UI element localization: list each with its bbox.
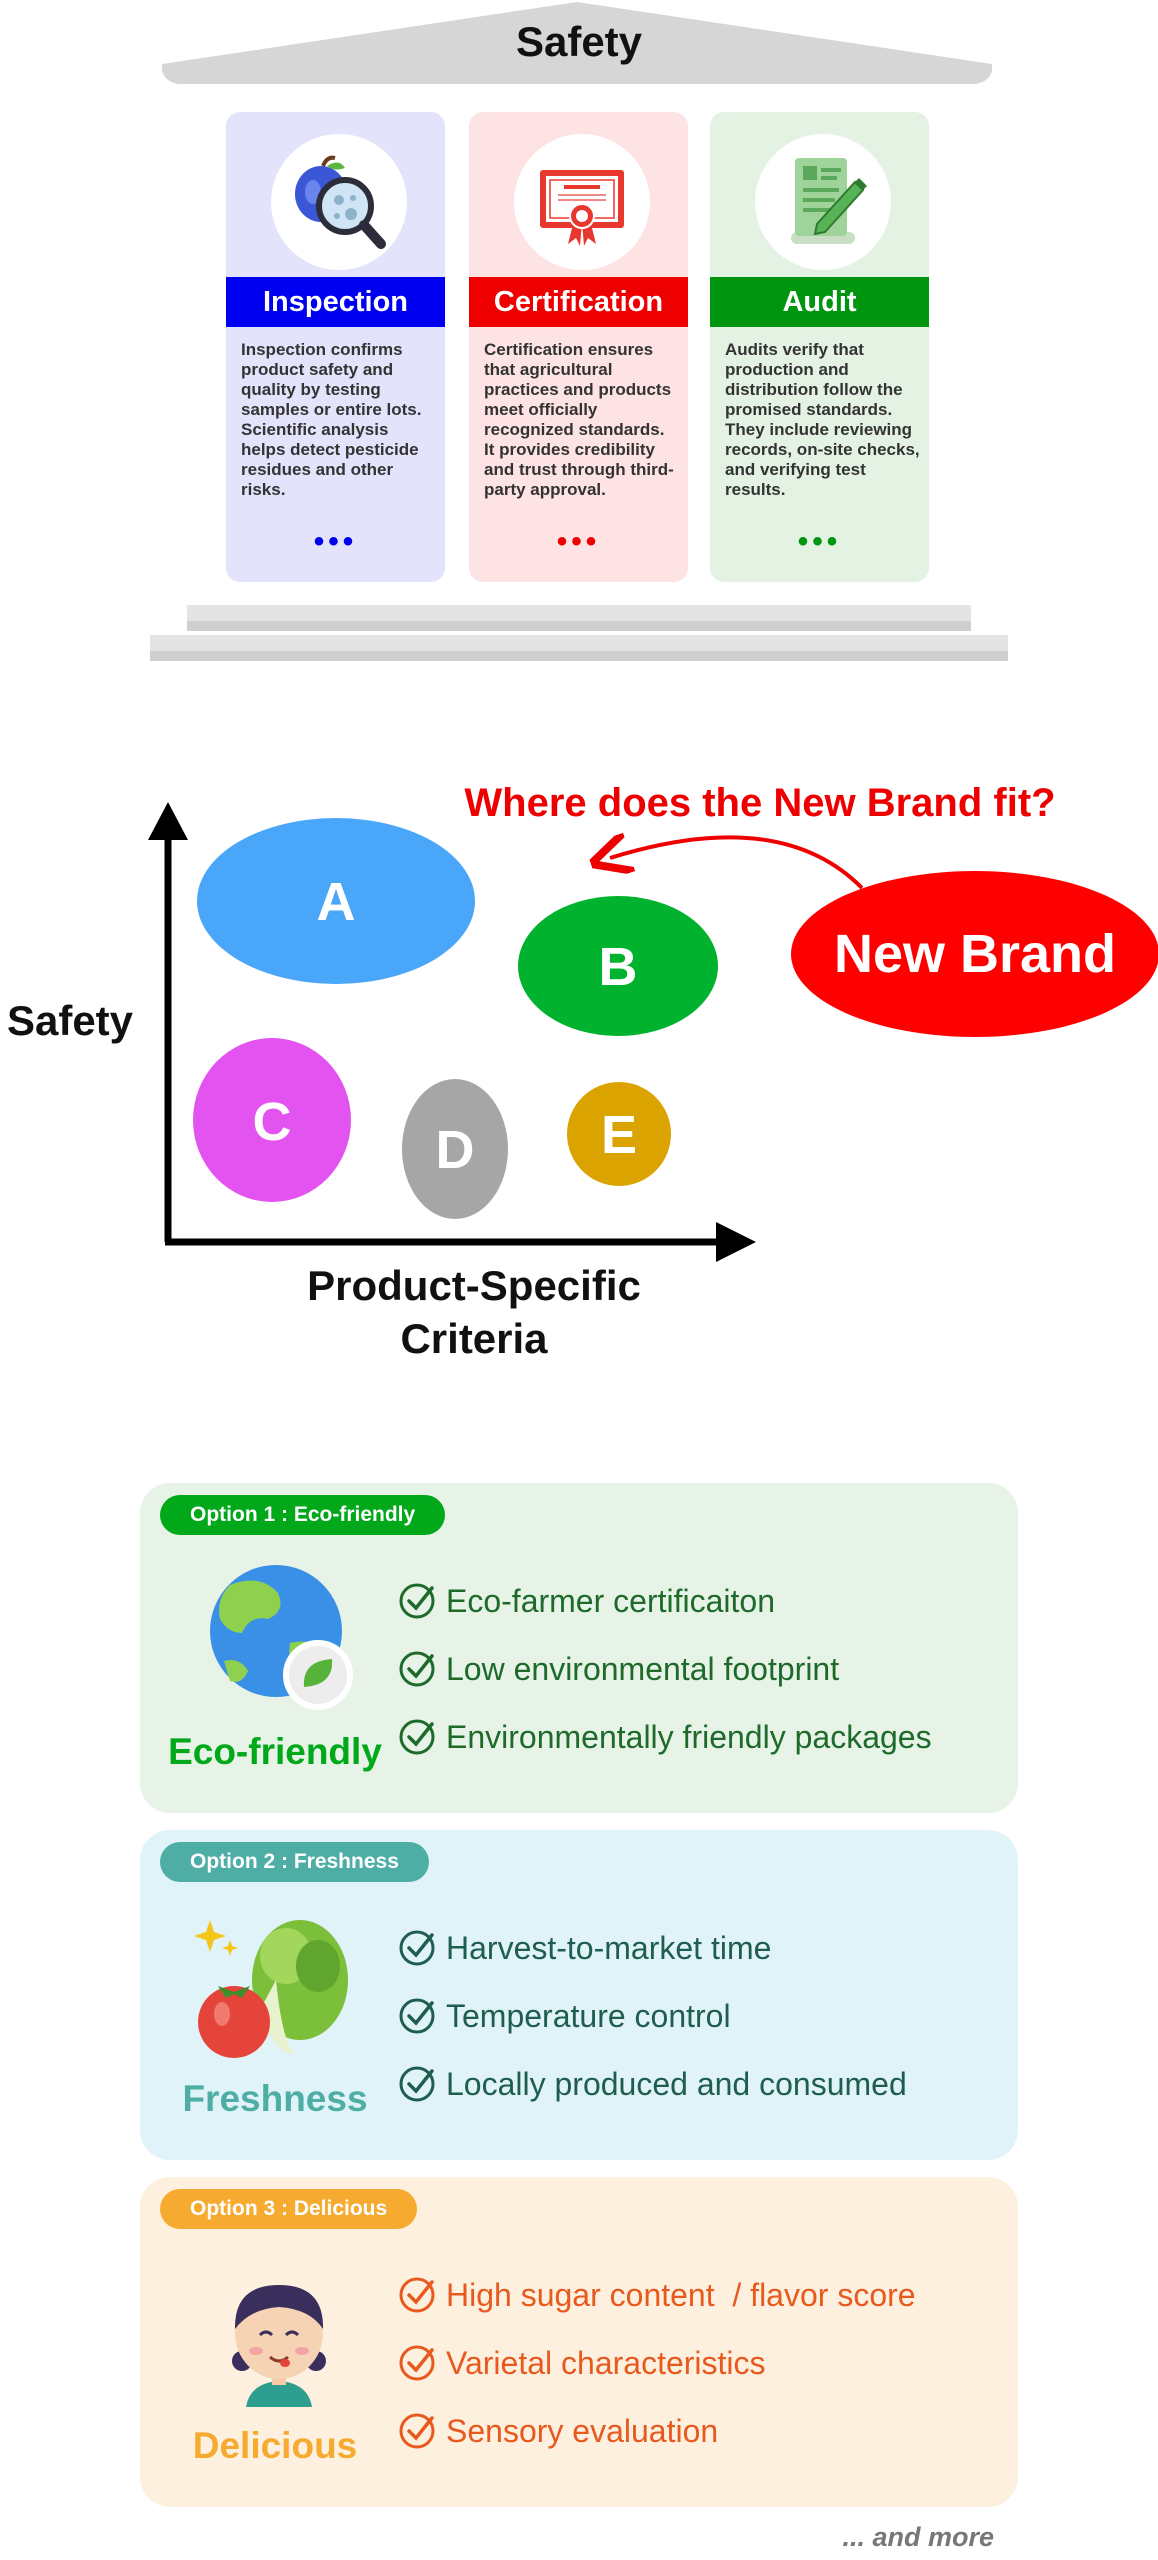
- inspection-icon-circle: [271, 134, 407, 270]
- pillar-inspection: Inspection Inspection confirms product s…: [226, 112, 445, 582]
- brand-a-label: A: [317, 872, 356, 932]
- earth-leaf-icon: [210, 1565, 353, 1710]
- ellipsis-dots: •••: [797, 525, 842, 558]
- temple-step-upper: [187, 605, 971, 631]
- check-circle-icon: [399, 1651, 435, 1687]
- option-label: Eco-friendly: [168, 1731, 382, 1772]
- brand-e-bubble: [567, 1082, 671, 1186]
- pillar-title: Audit: [710, 277, 929, 327]
- brand-d-label: D: [436, 1120, 475, 1180]
- ellipsis-dots: •••: [556, 525, 601, 558]
- check-circle-icon: [399, 1998, 435, 2034]
- option-pill: Option 2 : Freshness: [160, 1842, 429, 1882]
- ellipsis-dots: •••: [313, 525, 358, 558]
- temple-title: Safety: [515, 18, 643, 65]
- pillar-description: Audits verify that production and distri…: [725, 340, 920, 499]
- criteria-item: Eco-farmer certificaiton: [398, 1581, 1008, 1649]
- brand-a-bubble: [197, 818, 475, 984]
- criteria-item: Environmentally friendly packages: [398, 1717, 1008, 1785]
- option-pill: Option 3 : Delicious: [160, 2189, 418, 2229]
- brand-b-bubble: [518, 896, 718, 1036]
- option-criteria-list: Harvest-to-market time Temperature contr…: [398, 1928, 1008, 2132]
- positioning-map: Safety Product-Specific Criteria Where d…: [7, 781, 1158, 1362]
- option-criteria-list: High sugar content / flavor score Variet…: [398, 2275, 1008, 2479]
- pillar-description: Inspection confirms product safety and q…: [241, 340, 422, 499]
- certificate-icon: [540, 170, 624, 246]
- pillar-title: Inspection: [226, 277, 445, 327]
- pillar-description: Certification ensures that agricultural …: [484, 340, 674, 499]
- criteria-item: Varietal characteristics: [398, 2343, 1008, 2411]
- x-axis-label-line-2: Criteria: [400, 1315, 548, 1362]
- vegetables-icon: [194, 1920, 348, 2058]
- check-circle-icon: [399, 2066, 435, 2102]
- document-pen-icon: [791, 158, 867, 244]
- option-criteria-list: Eco-farmer certificaiton Low environment…: [398, 1581, 1008, 1785]
- criteria-text: Low environmental footprint: [446, 1651, 840, 1687]
- option-eco-friendly-card: Option 1 : Eco-friendly Eco-friendly Eco…: [140, 1483, 1018, 1813]
- x-axis-label-line-1: Product-Specific: [307, 1262, 641, 1309]
- check-circle-icon: [399, 2277, 435, 2313]
- check-circle-icon: [399, 1930, 435, 1966]
- brand-e-label: E: [601, 1105, 637, 1165]
- temple-roof: [161, 2, 993, 84]
- criteria-item: Temperature control: [398, 1996, 1008, 2064]
- criteria-text: Environmentally friendly packages: [446, 1719, 932, 1755]
- pillar-audit: Audit Audits verify that production and …: [710, 112, 929, 582]
- question-text: Where does the New Brand fit?: [464, 781, 1055, 825]
- pillar-certification: Certification Certification ensures that…: [469, 112, 688, 582]
- criteria-text: Sensory evaluation: [446, 2413, 719, 2449]
- option-delicious-card: Option 3 : Delicious Delicious High suga…: [140, 2177, 1018, 2507]
- check-circle-icon: [399, 1719, 435, 1755]
- option-label: Delicious: [192, 2425, 358, 2466]
- x-axis-arrowhead: [716, 1222, 756, 1262]
- check-circle-icon: [399, 2413, 435, 2449]
- temple-step-lower: [150, 635, 1008, 661]
- magnifier-apple-icon: [295, 155, 386, 249]
- criteria-item: High sugar content / flavor score: [398, 2275, 1008, 2343]
- option-pill: Option 1 : Eco-friendly: [160, 1495, 446, 1535]
- option-freshness-card: Option 2 : Freshness Freshness Harvest-t…: [140, 1830, 1018, 2160]
- criteria-text: Eco-farmer certificaiton: [446, 1583, 775, 1619]
- option-label: Freshness: [182, 2078, 368, 2119]
- brand-c-bubble: [193, 1038, 351, 1202]
- pillar-title: Certification: [469, 277, 688, 327]
- criteria-item: Harvest-to-market time: [398, 1928, 1008, 1996]
- check-circle-icon: [399, 1583, 435, 1619]
- brand-b-label: B: [599, 937, 638, 997]
- curved-arrow: [610, 837, 864, 890]
- brand-c-label: C: [253, 1092, 292, 1152]
- certification-icon-circle: [514, 134, 650, 270]
- criteria-text: Temperature control: [446, 1998, 731, 2034]
- y-axis-arrowhead: [148, 802, 188, 840]
- y-axis-label: Safety: [7, 997, 134, 1044]
- girl-tasting-icon: [232, 2285, 326, 2407]
- new-brand-label: New Brand: [834, 924, 1116, 984]
- criteria-item: Low environmental footprint: [398, 1649, 1008, 1717]
- criteria-text: Varietal characteristics: [446, 2345, 766, 2381]
- audit-icon-circle: [755, 134, 891, 270]
- check-circle-icon: [399, 2345, 435, 2381]
- criteria-text: Locally produced and consumed: [446, 2066, 907, 2102]
- new-brand-bubble: [791, 871, 1158, 1037]
- criteria-text: Harvest-to-market time: [446, 1930, 772, 1966]
- criteria-item: Locally produced and consumed: [398, 2064, 1008, 2132]
- criteria-item: Sensory evaluation: [398, 2411, 1008, 2479]
- and-more-text: ... and more: [842, 2522, 994, 2552]
- criteria-text: High sugar content / flavor score: [446, 2277, 916, 2313]
- brand-d-bubble: [402, 1079, 508, 1219]
